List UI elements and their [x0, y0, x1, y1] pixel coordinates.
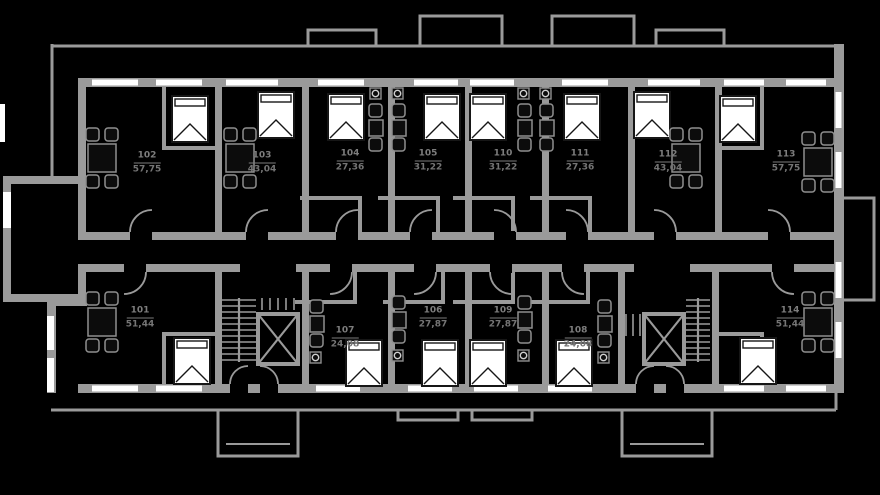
unit-label-101: 101 51,44	[126, 306, 154, 331]
unit-label-113: 113 57,75	[772, 150, 800, 175]
dining-table-icon	[802, 292, 834, 352]
bed-icon	[469, 93, 507, 141]
entrance-porch-left	[216, 410, 300, 458]
bed-icon	[423, 93, 461, 141]
bed-icon	[719, 95, 757, 143]
unit-label-102: 102 57,75	[133, 151, 161, 176]
unit-label-112: 112 43,04	[654, 150, 682, 175]
balcony-outline	[654, 28, 726, 46]
unit-number: 107	[331, 326, 359, 339]
elevator-icon	[256, 312, 300, 366]
dining-table-icon	[518, 104, 532, 151]
bed-icon	[327, 93, 365, 141]
elevator-icon	[642, 312, 686, 366]
balcony-outline	[550, 14, 636, 46]
unit-number: 101	[126, 306, 154, 319]
unit-area: 57,75	[771, 163, 801, 174]
unit-area: 31,22	[488, 162, 518, 173]
unit-label-114: 114 51,44	[776, 306, 804, 331]
bed-icon	[421, 339, 459, 387]
unit-label-104: 104 27,36	[336, 149, 364, 174]
unit-area: 27,87	[488, 319, 518, 330]
stair-steps	[625, 298, 710, 362]
doors	[123, 209, 795, 394]
unit-label-107: 107 24,08	[331, 326, 359, 351]
unit-label-108: 108 24,08	[564, 326, 592, 351]
unit-number: 114	[776, 306, 804, 319]
unit-number: 105	[414, 149, 442, 162]
unit-area: 43,04	[653, 163, 683, 174]
stair-steps	[222, 298, 295, 362]
bed-icon	[563, 93, 601, 141]
unit-label-105: 105 31,22	[414, 149, 442, 174]
dining-table-icon	[310, 300, 324, 347]
unit-label-103: 103 43,04	[248, 151, 276, 176]
bed-icon	[171, 95, 209, 143]
dining-table-icon	[518, 296, 532, 343]
unit-area: 27,36	[335, 162, 365, 173]
unit-number: 102	[133, 151, 161, 164]
unit-label-106: 106 27,87	[419, 306, 447, 331]
unit-area: 51,44	[125, 319, 155, 330]
dining-table-icon	[86, 128, 118, 188]
unit-area: 24,08	[330, 339, 360, 350]
unit-number: 110	[489, 149, 517, 162]
nightstand-icon	[369, 87, 382, 100]
dining-table-icon	[392, 104, 406, 151]
dining-table-icon	[540, 104, 554, 151]
dining-table-icon	[86, 292, 118, 352]
nightstand-icon	[391, 87, 404, 100]
unit-area: 51,44	[775, 319, 805, 330]
unit-area: 43,04	[247, 164, 277, 175]
bed-icon	[257, 91, 295, 139]
nightstand-icon	[517, 87, 530, 100]
unit-number: 106	[419, 306, 447, 319]
unit-label-110: 110 31,22	[489, 149, 517, 174]
building-outline	[50, 14, 876, 458]
unit-number: 112	[654, 150, 682, 163]
staircase-left	[222, 298, 300, 366]
windows	[47, 79, 842, 392]
nightstand-icon	[539, 87, 552, 100]
dining-table-icon	[369, 104, 383, 151]
dining-table-icon	[598, 300, 612, 347]
bed-icon	[633, 91, 671, 139]
bed-icon	[469, 339, 507, 387]
bed-icon	[739, 337, 777, 385]
nightstand-icon	[309, 351, 322, 364]
unit-number: 111	[566, 149, 594, 162]
nightstand-icon	[517, 349, 530, 362]
nightstand-icon	[391, 349, 404, 362]
unit-area: 27,87	[418, 319, 448, 330]
entrance-porch-right	[620, 410, 714, 458]
unit-number: 113	[772, 150, 800, 163]
terrace-left	[0, 104, 89, 302]
unit-area: 57,75	[132, 164, 162, 175]
unit-label-111: 111 27,36	[566, 149, 594, 174]
staircase-right	[625, 298, 710, 366]
unit-area: 27,36	[565, 162, 595, 173]
balcony-outline	[418, 14, 504, 46]
unit-number: 104	[336, 149, 364, 162]
balcony-outline	[306, 28, 378, 46]
unit-label-109: 109 27,87	[489, 306, 517, 331]
dining-table-icon	[802, 132, 834, 192]
dining-table-icon	[392, 296, 406, 343]
bed-icon	[173, 337, 211, 385]
unit-area: 24,08	[563, 339, 593, 350]
balcony-outline	[844, 196, 876, 302]
unit-number: 109	[489, 306, 517, 319]
nightstand-icon	[597, 351, 610, 364]
unit-number: 103	[248, 151, 276, 164]
unit-area: 31,22	[413, 162, 443, 173]
unit-number: 108	[564, 326, 592, 339]
